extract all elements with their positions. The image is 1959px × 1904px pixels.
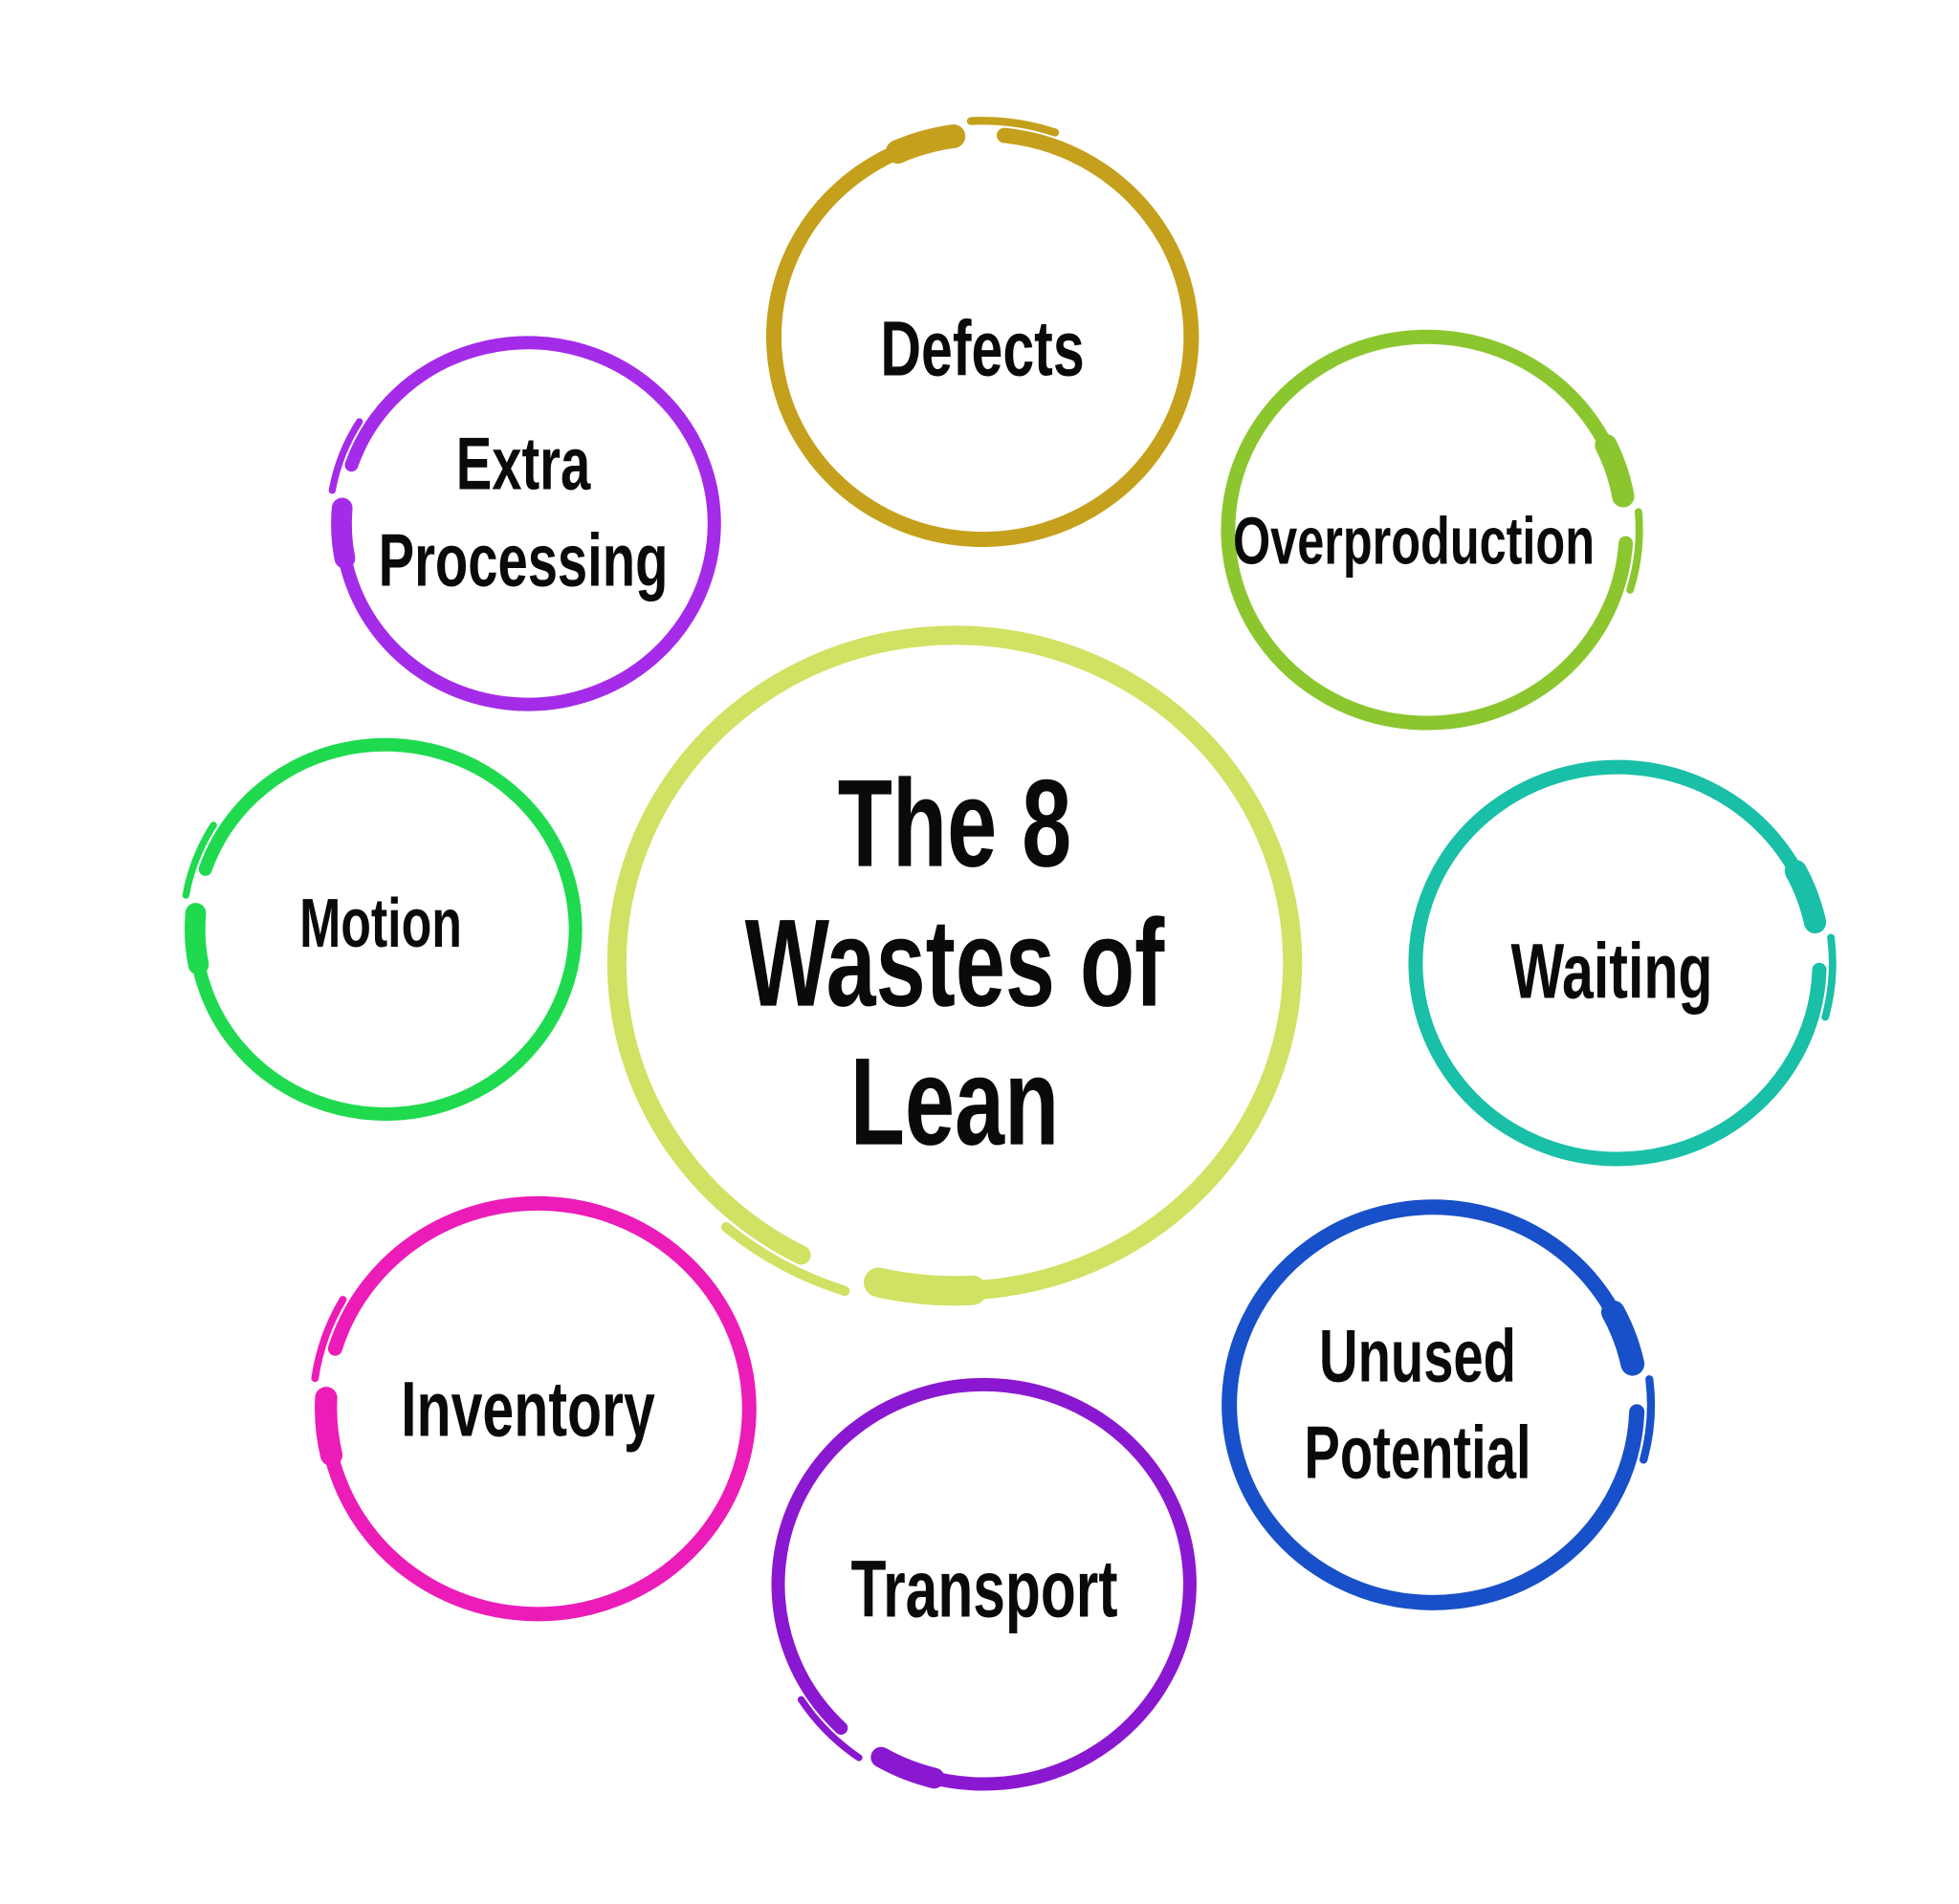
waiting-label: Waiting <box>1511 922 1713 1024</box>
inventory-circle-brush-blob <box>315 1387 343 1466</box>
center-the-8-wastes-of-lean-label-line: Lean <box>849 1031 1060 1171</box>
node-transport: Transport <box>738 1339 1230 1830</box>
motion-circle-main-stroke <box>188 737 583 1122</box>
node-waiting: Waiting <box>1374 719 1861 1207</box>
defects-circle-brush-flick <box>966 116 1059 137</box>
overproduction-circle-brush-flick <box>1626 508 1643 594</box>
defects-circle-main-stroke <box>765 127 1200 547</box>
motion-label: Motion <box>299 880 462 970</box>
defects-label: Defects <box>880 299 1084 402</box>
node-inventory: Inventory <box>284 1155 791 1662</box>
node-overproduction: Overproduction <box>1186 289 1668 771</box>
center-the-8-wastes-of-lean-circle-brush-blob <box>864 1267 987 1306</box>
unused-potential-circle-brush-blob <box>1600 1300 1644 1376</box>
waiting-circle-brush-flick <box>1821 933 1837 1021</box>
inventory-label-line: Inventory <box>401 1366 655 1454</box>
overproduction-circle-brush-blob <box>1595 433 1635 508</box>
inventory-circle-main-stroke <box>319 1195 757 1622</box>
motion-circle-brush-flick <box>182 821 218 899</box>
center-the-8-wastes-of-lean-label-line: The 8 <box>837 753 1072 893</box>
unused-potential-label-line: Potential <box>1304 1410 1531 1495</box>
waiting-brush-circle <box>1408 759 1837 1167</box>
extra-processing-circle-brush-flick <box>328 418 363 494</box>
overproduction-brush-circle <box>1221 329 1643 731</box>
extra-processing-label-line: Extra <box>455 421 591 506</box>
extra-processing-circle-brush-blob <box>331 497 356 569</box>
center-the-8-wastes-of-lean-circle-main-stroke <box>606 625 1303 1301</box>
waiting-circle-main-stroke <box>1408 759 1827 1167</box>
center-the-8-wastes-of-lean-brush-circle <box>606 625 1303 1306</box>
overproduction-circle-main-stroke <box>1221 329 1634 731</box>
overproduction-label: Overproduction <box>1233 498 1595 585</box>
transport-label: Transport <box>851 1537 1118 1641</box>
motion-circle-brush-blob <box>185 903 209 975</box>
defects-brush-circle <box>765 116 1200 547</box>
inventory-brush-circle <box>311 1195 757 1622</box>
node-motion: Motion <box>155 699 616 1160</box>
overproduction-label-line: Overproduction <box>1232 503 1596 579</box>
transport-circle-brush-blob <box>870 1746 945 1789</box>
unused-potential-circle-brush-flick <box>1639 1374 1655 1464</box>
center-the-8-wastes-of-lean-circle-brush-flick <box>721 1222 850 1297</box>
motion-brush-circle <box>182 737 583 1122</box>
inventory-label: Inventory <box>401 1360 655 1462</box>
inventory-circle-brush-flick <box>311 1296 347 1383</box>
defects-label-line: Defects <box>880 305 1085 393</box>
unused-potential-brush-circle <box>1222 1199 1655 1610</box>
extra-processing-label-line: Processing <box>378 517 669 602</box>
transport-brush-circle <box>771 1378 1198 1791</box>
defects-circle-brush-blob <box>885 123 965 164</box>
unused-potential-circle-main-stroke <box>1222 1199 1644 1610</box>
waiting-circle-brush-blob <box>1784 860 1827 934</box>
transport-label-line: Transport <box>850 1543 1118 1634</box>
extra-processing-circle-main-stroke <box>335 336 721 711</box>
unused-potential-label-line: Unused <box>1319 1313 1516 1398</box>
center-the-8-wastes-of-lean-label-line: Wastes of <box>744 892 1165 1033</box>
motion-label-line: Motion <box>299 886 462 963</box>
waiting-label-line: Waiting <box>1510 928 1713 1016</box>
extra-processing-brush-circle <box>328 336 721 711</box>
transport-circle-brush-flick <box>798 1696 863 1762</box>
transport-circle-main-stroke <box>771 1378 1198 1791</box>
node-defects: Defects <box>730 84 1235 589</box>
